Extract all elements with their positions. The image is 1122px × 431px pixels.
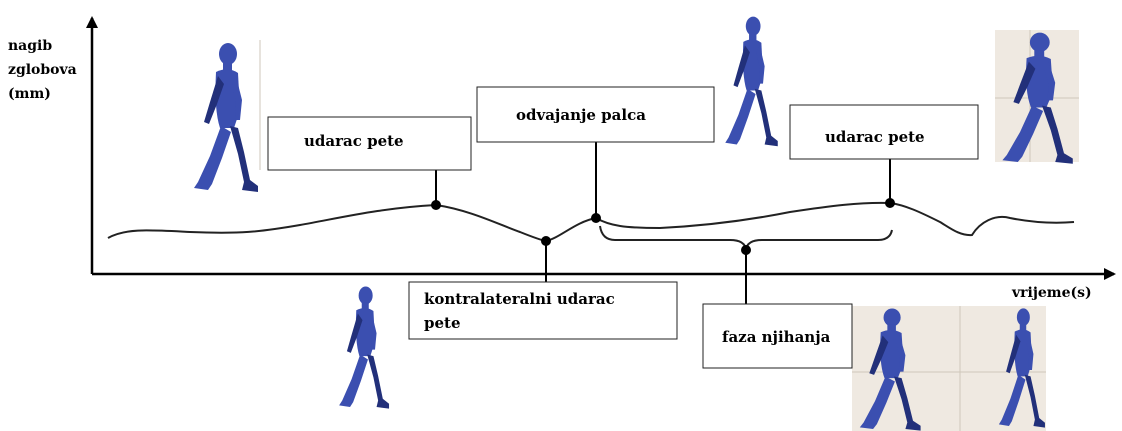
heel-strike-1-label: udarac pete — [304, 132, 404, 150]
event-swing-phase: faza njihanja — [702, 245, 853, 369]
event-toe-off: odvajanje palca — [476, 86, 715, 223]
event-contralateral-heel-strike: kontralateralni udarac pete — [408, 236, 678, 340]
walking-figure-swing-phase — [852, 306, 1046, 431]
contralateral-label: kontralateralni udarac pete — [424, 290, 620, 332]
event-heel-strike-1: udarac pete — [267, 116, 472, 210]
heel-strike-2-label: udarac pete — [825, 128, 925, 146]
x-axis-label: vrijeme(s) — [1011, 285, 1092, 301]
toe-off-label: odvajanje palca — [516, 106, 646, 124]
event-heel-strike-2: udarac pete — [789, 104, 979, 208]
swing-phase-label: faza njihanja — [722, 328, 831, 346]
walking-figure-contralateral — [339, 286, 390, 409]
walking-figure-heel-strike-2 — [995, 30, 1079, 164]
walking-figure-heel-strike-1 — [194, 40, 261, 192]
y-axis-label: nagib zglobova (mm) — [8, 38, 82, 102]
joint-angle-curve — [107, 201, 1075, 243]
walking-figure-toe-off — [725, 16, 778, 147]
